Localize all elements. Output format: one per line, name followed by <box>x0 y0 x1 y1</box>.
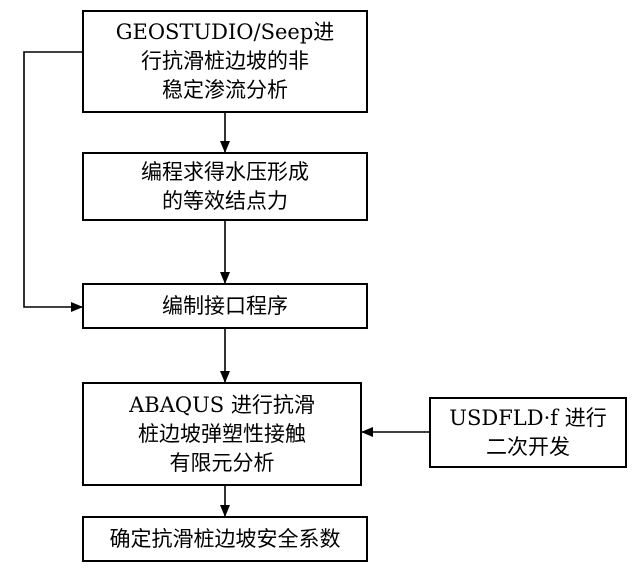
edge-seep-to-interface <box>23 51 83 312</box>
node-equivalent-nodal-force: 编程求得水压形成 的等效结点力 <box>82 152 368 221</box>
node-interface-program: 编制接口程序 <box>82 283 368 329</box>
node-equivalent-nodal-force-label: 编程求得水压形成 的等效结点力 <box>141 159 309 213</box>
node-safety-factor-label: 确定抗滑桩边坡安全系数 <box>109 526 341 551</box>
node-safety-factor: 确定抗滑桩边坡安全系数 <box>82 516 368 562</box>
node-usdfld-development: USDFLD·f 进行 二次开发 <box>429 397 627 468</box>
node-usdfld-development-label: USDFLD·f 进行 二次开发 <box>449 405 607 459</box>
node-abaqus-analysis-label: ABAQUS 进行抗滑 桩边坡弹塑性接触 有限元分析 <box>129 392 315 475</box>
node-seep-analysis-label: GEOSTUDIO/Seep进 行抗滑桩边坡的非 稳定渗流分析 <box>115 20 335 102</box>
node-abaqus-analysis: ABAQUS 进行抗滑 桩边坡弹塑性接触 有限元分析 <box>82 382 362 486</box>
node-seep-analysis: GEOSTUDIO/Seep进 行抗滑桩边坡的非 稳定渗流分析 <box>82 10 368 113</box>
node-interface-program-label: 编制接口程序 <box>162 293 288 318</box>
